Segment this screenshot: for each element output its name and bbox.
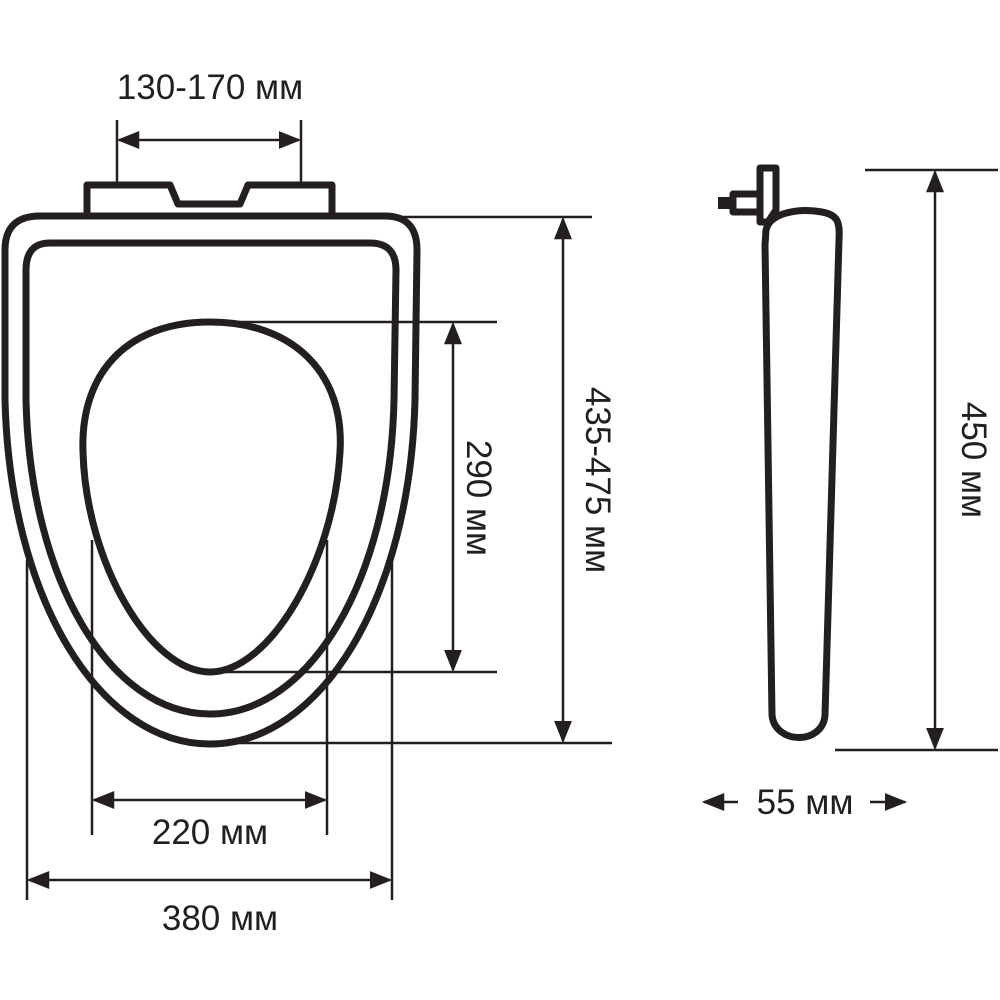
dimension-opening-length: 290 мм xyxy=(215,320,498,674)
hinge-spacing-label: 130-170 мм xyxy=(117,68,303,107)
seat-outline xyxy=(1,212,421,748)
dimension-opening-width: 220 мм xyxy=(90,540,329,852)
dimension-thickness: 55 мм xyxy=(701,783,908,822)
dimension-seat-width: 380 мм xyxy=(25,560,394,938)
lid-length-label: 450 мм xyxy=(954,402,993,518)
hinge-plate xyxy=(83,181,336,215)
side-body xyxy=(761,207,843,741)
thickness-label: 55 мм xyxy=(757,783,854,822)
dimension-lid-length: 450 мм xyxy=(835,168,998,752)
seat-opening xyxy=(79,318,344,676)
seat-width-label: 380 мм xyxy=(162,899,278,938)
seat-inner-rim xyxy=(22,239,400,718)
opening-width-label: 220 мм xyxy=(152,813,268,852)
dimension-hinge-spacing: 130-170 мм xyxy=(115,68,303,185)
seat-length-label: 435-475 мм xyxy=(578,387,617,573)
dimension-seat-length: 435-475 мм xyxy=(238,215,617,745)
opening-length-label: 290 мм xyxy=(459,440,498,556)
side-view xyxy=(718,164,843,741)
